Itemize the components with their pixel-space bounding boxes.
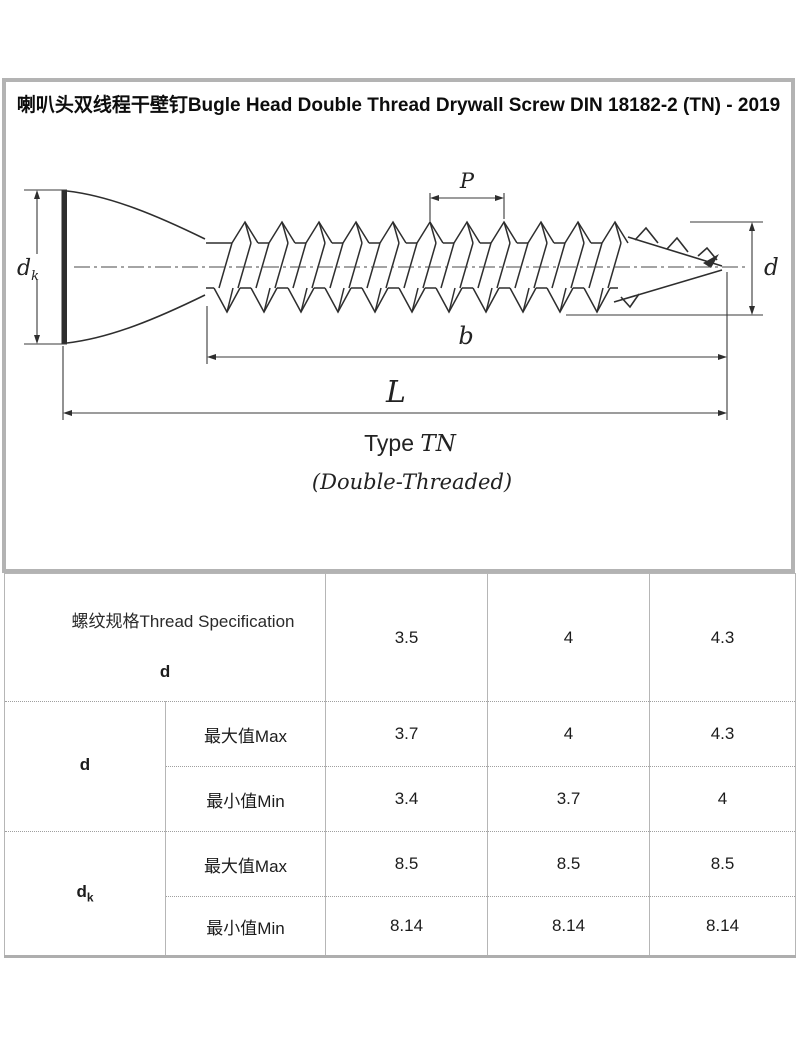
dim-label-thread-length: b [458, 322, 473, 350]
table-row-dk-min: 最小值Min 8.14 8.14 8.14 [5, 896, 797, 957]
dim-label-total-length: L [385, 375, 406, 410]
type-caption: Type TN [364, 430, 457, 457]
head-top-curve [66, 190, 206, 240]
value-cell: 8.5 [487, 831, 651, 897]
table-row-d-max: d 最大值Max 3.7 4 4.3 [4, 701, 797, 832]
table-row-dk-max: dk 最大值Max 8.5 8.5 8.5 [4, 831, 797, 957]
table-row-spec: 螺纹规格Thread Specification d 3.5 4 4.3 [3, 573, 797, 702]
value-cell: 3.7 [325, 701, 489, 767]
dim-label-pitch: P [459, 169, 475, 193]
value-cell: 3.7 [487, 766, 651, 832]
size-value-cell: 4 [487, 573, 651, 702]
head-bottom-curve [66, 294, 206, 344]
drawing-frame: 喇叭头双线程干壁钉Bugle Head Double Thread Drywal… [2, 78, 795, 573]
row-name-cell: 最大值Max [164, 831, 327, 897]
value-cell: 4 [487, 701, 651, 767]
value-cell: 4.3 [649, 701, 797, 767]
thread-spec-table: 螺纹规格Thread Specification d 3.5 4 4.3 d 最… [3, 573, 797, 958]
dimension-arrowheads [34, 190, 755, 416]
row-name-cell: 最小值Min [164, 766, 327, 832]
value-cell: 8.14 [649, 896, 797, 957]
spec-header-label: 螺纹规格Thread Specification [71, 612, 295, 631]
dimension-lines [24, 189, 763, 420]
tip-thread-bottom [620, 293, 640, 309]
size-value-cell: 4.3 [649, 573, 797, 702]
group-label-dk: dk [4, 831, 166, 957]
thread-teeth [206, 220, 629, 314]
row-name-cell: 最大值Max [164, 701, 327, 767]
value-cell: 8.14 [487, 896, 651, 957]
dim-label-diameter: d [764, 255, 779, 281]
value-cell: 3.4 [325, 766, 489, 832]
table-row-d-min: 最小值Min 3.4 3.7 4 [5, 766, 797, 832]
head-face [61, 190, 67, 344]
group-label-d: d [4, 701, 166, 832]
row-name-cell: 最小值Min [164, 896, 327, 957]
type-subtitle: (Double-Threaded) [312, 470, 512, 494]
screw-technical-drawing: dk P d b L Type TN (Double-Threaded) [16, 169, 779, 494]
dk-label-mask [16, 254, 42, 280]
tip-thread-1 [634, 226, 659, 244]
value-cell: 8.5 [649, 831, 797, 897]
spec-header-cell: 螺纹规格Thread Specification d [3, 573, 327, 702]
size-value-cell: 3.5 [325, 573, 489, 702]
tip-thread-2 [666, 236, 689, 253]
tip-thread-3 [697, 246, 718, 261]
tip-bottom-edge [613, 269, 723, 303]
value-cell: 4 [649, 766, 797, 832]
page-title: 喇叭头双线程干壁钉Bugle Head Double Thread Drywal… [16, 95, 781, 116]
screw-outline [61, 190, 723, 344]
value-cell: 8.5 [325, 831, 489, 897]
value-cell: 8.14 [325, 896, 489, 957]
spec-header-symbol: d [159, 662, 171, 681]
tip-point-flag [703, 254, 719, 268]
dim-label-dk: dk [17, 256, 39, 284]
